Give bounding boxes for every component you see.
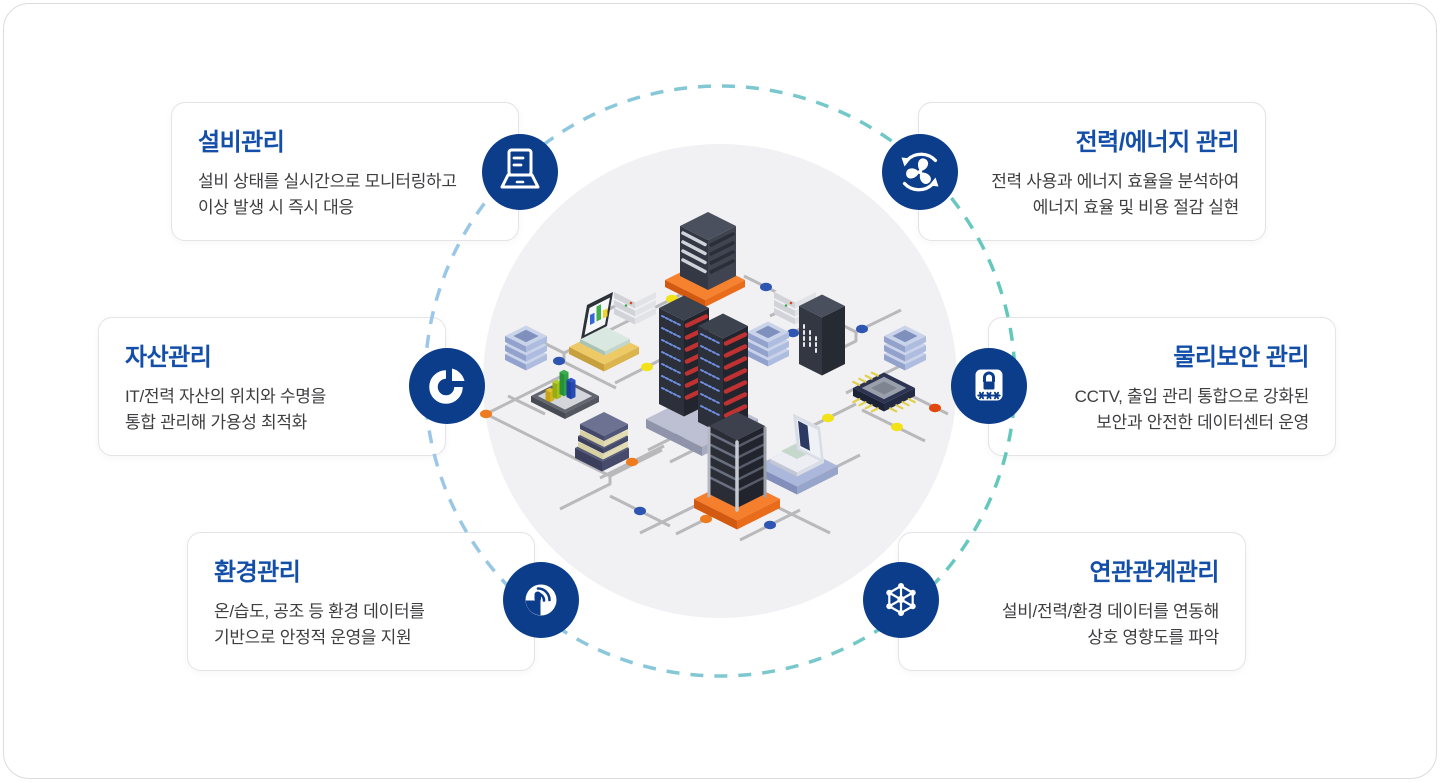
asset-icon-badge — [409, 348, 485, 424]
card-title: 연관관계관리 — [1089, 559, 1220, 586]
card-title: 자산관리 — [125, 344, 212, 371]
energy-cycle-icon — [901, 152, 939, 192]
monitor-icon — [500, 148, 540, 189]
card-title: 설비관리 — [198, 129, 285, 156]
card-title: 환경관리 — [214, 559, 301, 586]
card-title: 전력/에너지 관리 — [1075, 129, 1240, 156]
card-title: 물리보안 관리 — [1173, 344, 1309, 371]
sensor-wave-icon — [525, 584, 557, 616]
network-graph-icon — [886, 583, 916, 616]
pie-chart-icon — [429, 368, 465, 404]
security-icon-badge — [951, 348, 1027, 424]
power-icon-badge — [882, 134, 958, 210]
password-lock-icon — [975, 369, 1003, 401]
relation-icon-badge — [863, 562, 939, 638]
facility-icon-badge — [482, 134, 558, 210]
environment-icon-badge — [503, 562, 579, 638]
